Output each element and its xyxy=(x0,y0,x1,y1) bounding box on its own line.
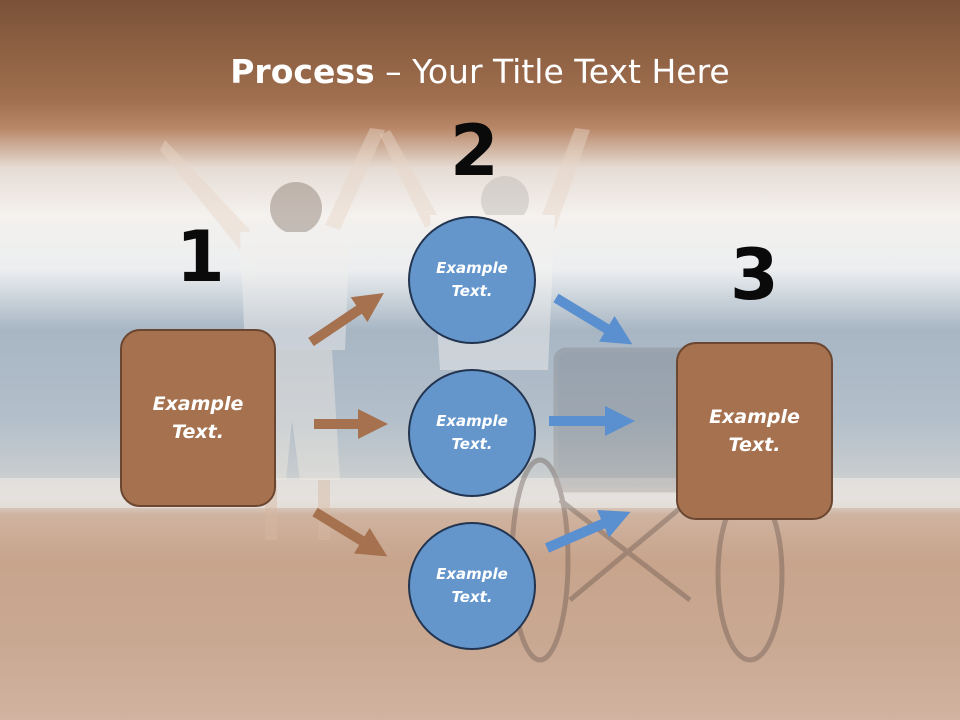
arrow-icon-right-top xyxy=(553,293,633,345)
title-rest: – Your Title Text Here xyxy=(374,52,730,91)
person-left xyxy=(160,128,385,540)
slide-title: Process – Your Title Text Here xyxy=(0,52,960,91)
process-circle-bottom[interactable]: Example Text. xyxy=(408,522,536,650)
step-number-1: 1 xyxy=(176,216,225,298)
process-box-left[interactable]: Example Text. xyxy=(120,329,276,507)
arrow-icon-left-bottom xyxy=(312,507,388,557)
process-circle-top[interactable]: Example Text. xyxy=(408,216,536,344)
step-number-3: 3 xyxy=(730,234,779,316)
process-box-right[interactable]: Example Text. xyxy=(676,342,833,520)
process-circle-middle[interactable]: Example Text. xyxy=(408,369,536,497)
arrow-icon-left-top xyxy=(308,292,384,347)
title-bold: Process xyxy=(230,52,375,91)
step-number-2: 2 xyxy=(450,110,499,192)
arrow-icon-right-bottom xyxy=(545,510,631,553)
